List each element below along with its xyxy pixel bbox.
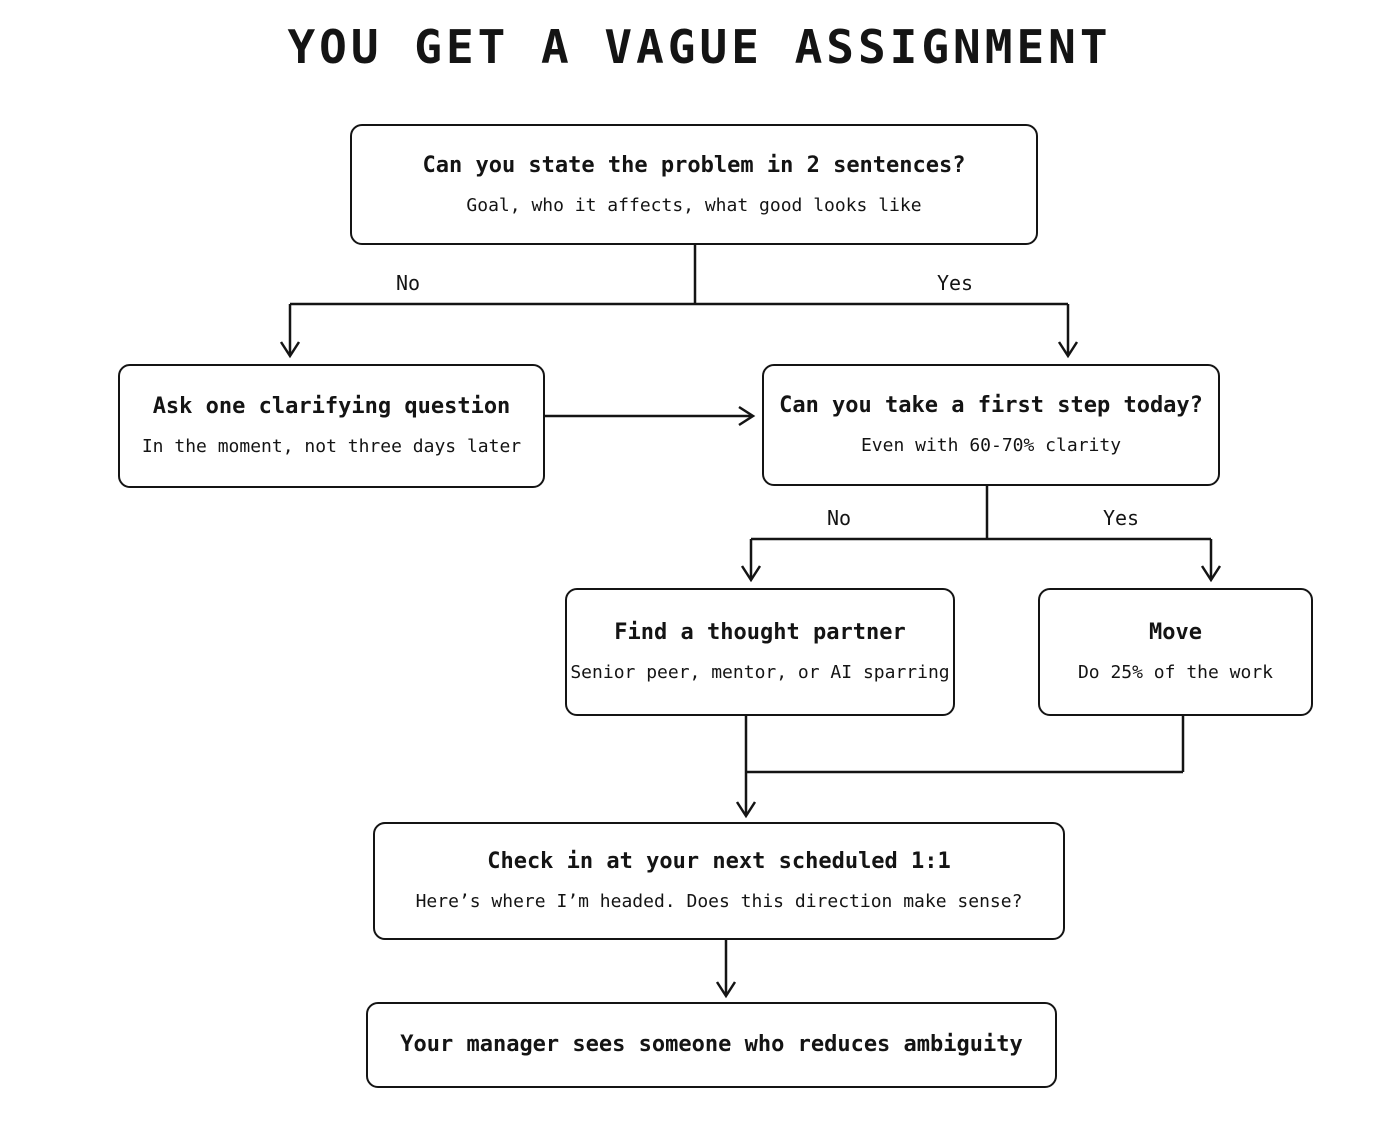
node-outcome: Your manager sees someone who reduces am… (366, 1002, 1057, 1088)
node-title: Can you state the problem in 2 sentences… (422, 152, 966, 178)
node-title: Can you take a first step today? (779, 393, 1203, 418)
node-move: Move Do 25% of the work (1038, 588, 1313, 716)
node-title: Move (1149, 620, 1202, 645)
node-title: Ask one clarifying question (152, 394, 511, 419)
node-subtitle: In the moment, not three days later (141, 436, 522, 457)
edge-label-branch1-no: No (391, 271, 425, 295)
node-title: Find a thought partner (614, 620, 906, 645)
node-subtitle: Do 25% of the work (1077, 662, 1274, 683)
edge-label-branch2-yes: Yes (1098, 506, 1144, 530)
edge-label-branch2-no: No (822, 506, 856, 530)
node-title: Your manager sees someone who reduces am… (400, 1032, 1023, 1057)
node-find-thought-partner: Find a thought partner Senior peer, ment… (565, 588, 955, 716)
node-check-in: Check in at your next scheduled 1:1 Here… (373, 822, 1065, 940)
node-ask-clarifying-question: Ask one clarifying question In the momen… (118, 364, 545, 488)
diagram-title: YOU GET A VAGUE ASSIGNMENT (287, 20, 1112, 74)
node-first-step-today: Can you take a first step today? Even wi… (762, 364, 1220, 486)
node-subtitle: Even with 60-70% clarity (860, 435, 1122, 456)
node-subtitle: Senior peer, mentor, or AI sparring (570, 662, 950, 683)
node-subtitle: Here’s where I’m headed. Does this direc… (415, 891, 1023, 912)
node-state-problem: Can you state the problem in 2 sentences… (350, 124, 1038, 245)
edge-label-branch1-yes: Yes (932, 271, 978, 295)
node-title: Check in at your next scheduled 1:1 (487, 849, 951, 874)
node-subtitle: Goal, who it affects, what good looks li… (466, 194, 922, 216)
